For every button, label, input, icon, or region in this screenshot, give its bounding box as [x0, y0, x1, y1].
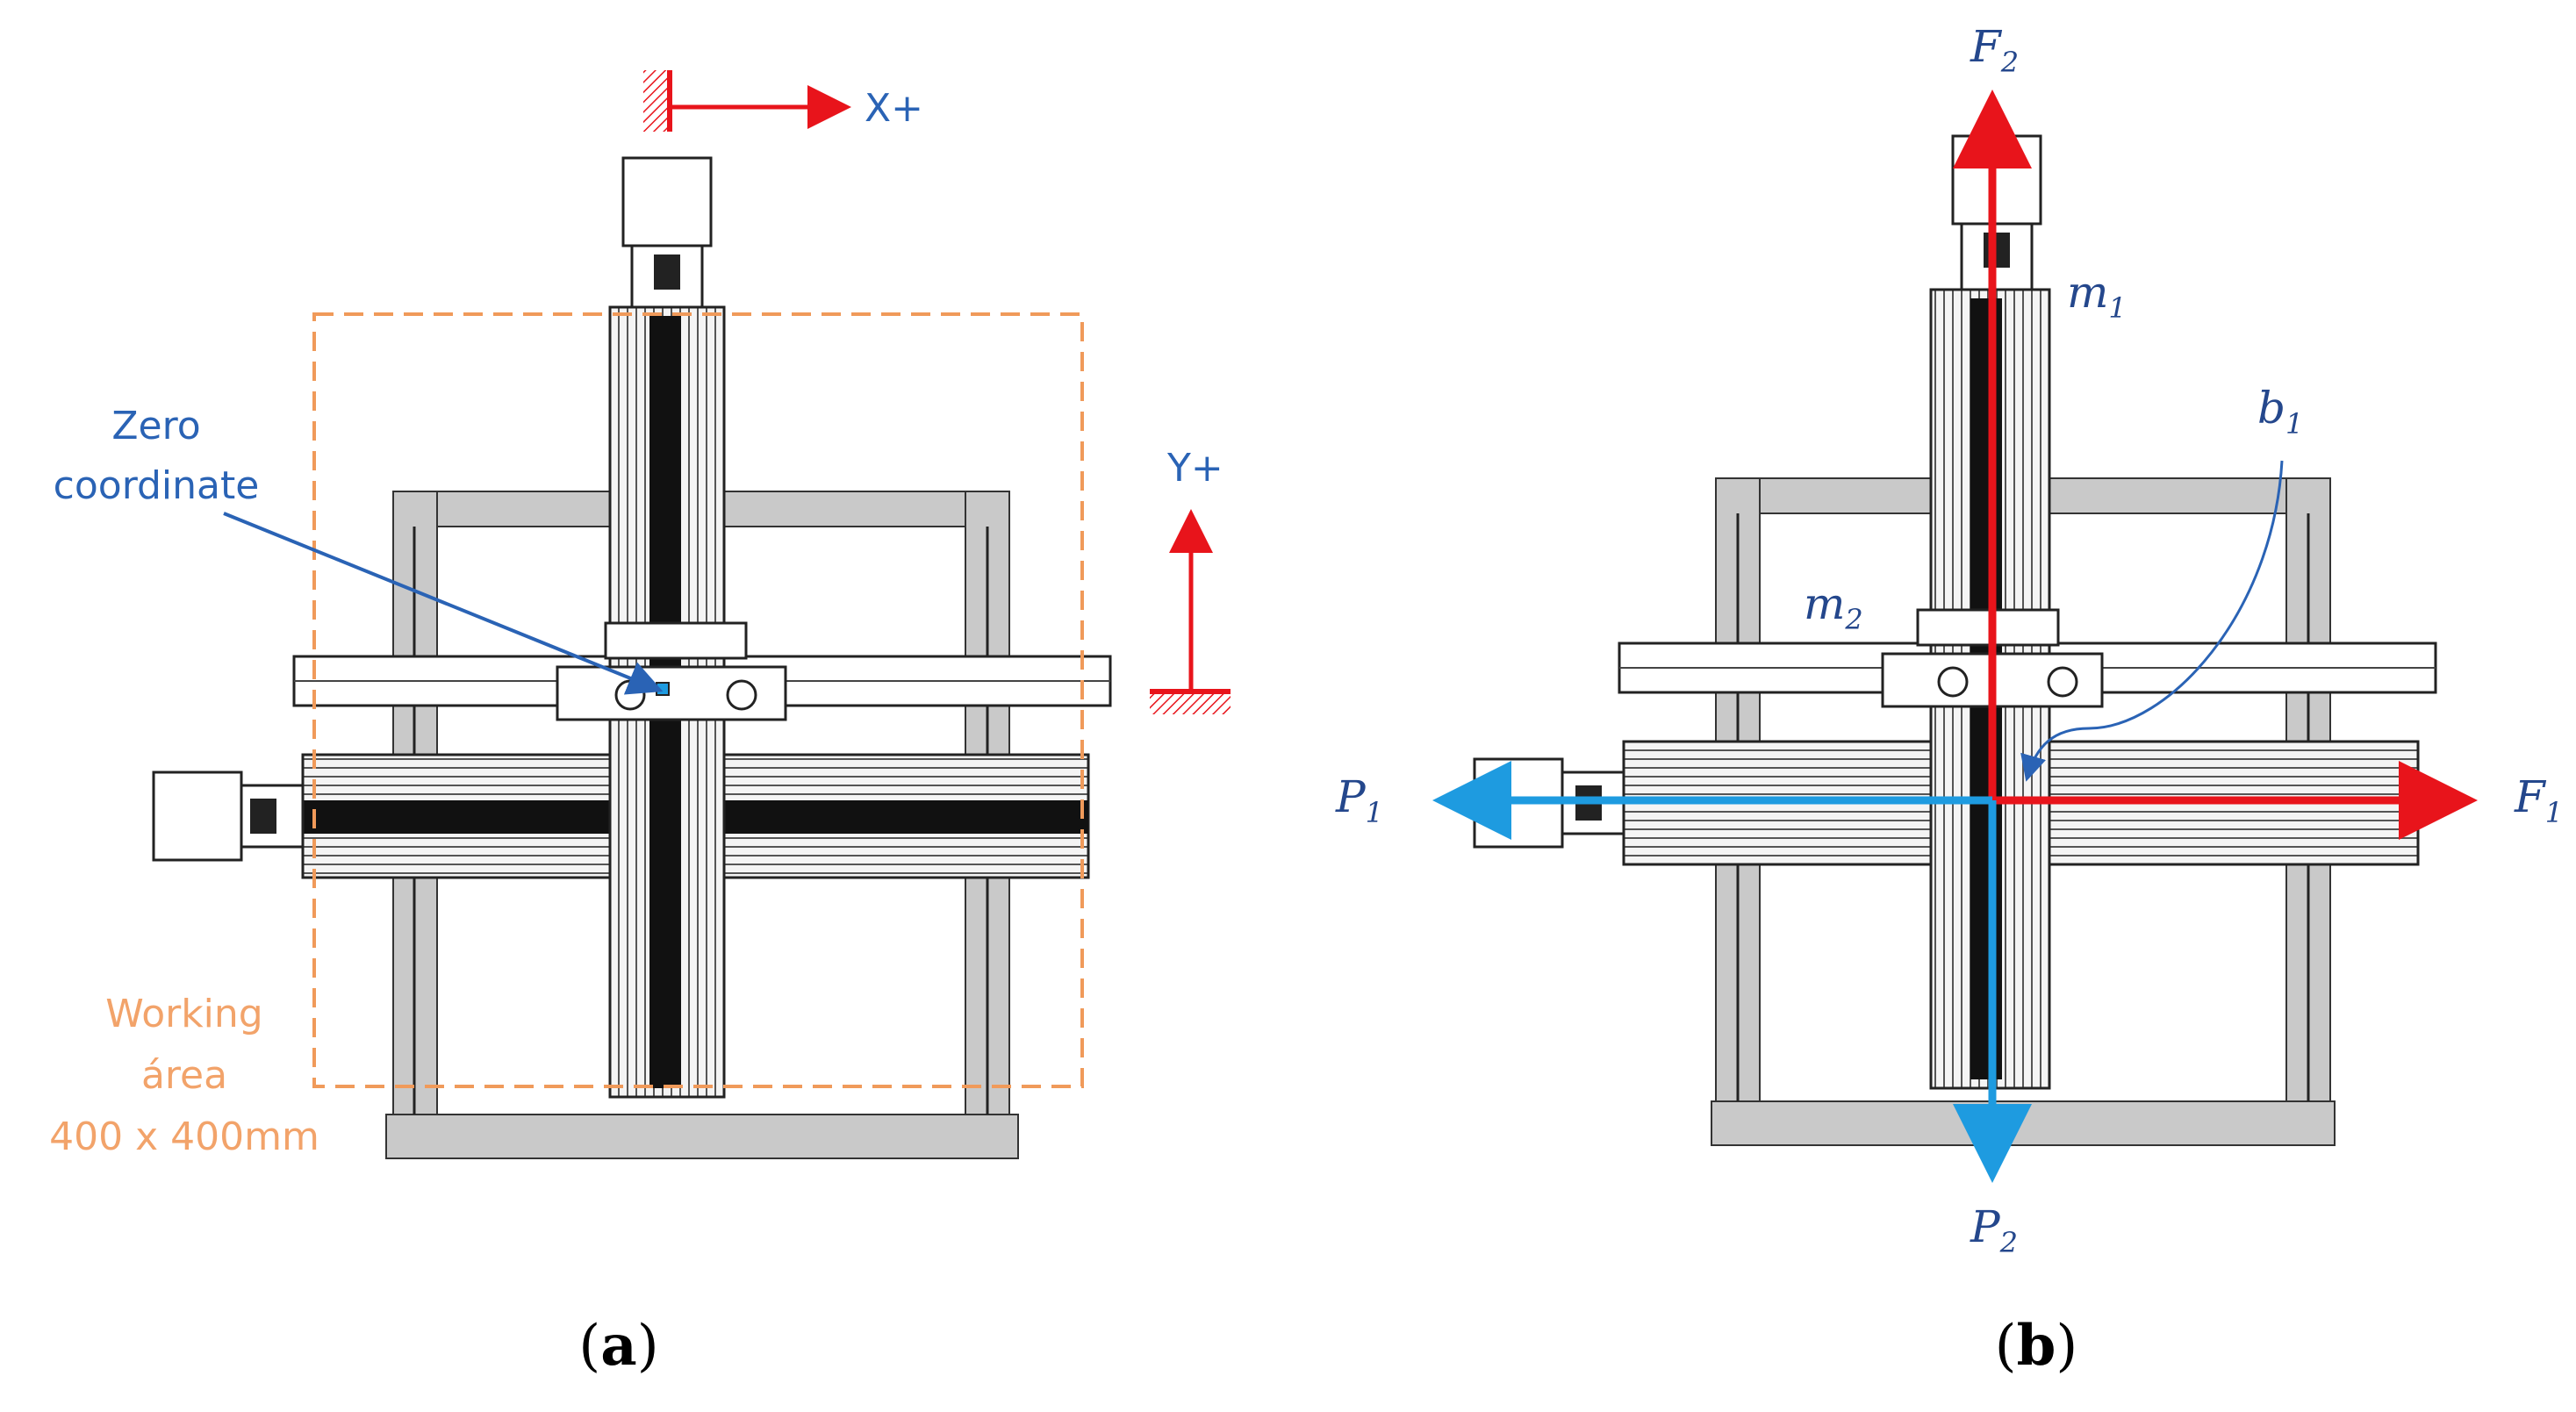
f2-label: F2 [1970, 21, 2019, 79]
fixed-support-x-icon [643, 70, 672, 132]
p1-label: P1 [1335, 771, 1383, 829]
b1-label: b1 [2257, 383, 2303, 441]
p2-label: P2 [1970, 1201, 2018, 1259]
working-area-label-line1: Working [105, 992, 262, 1036]
zero-coordinate-arrow [223, 512, 664, 695]
caption-a: (a) [578, 1313, 658, 1379]
zero-coordinate-label-line1: Zero [111, 404, 200, 448]
caption-b: (b) [1995, 1313, 2078, 1379]
working-area-outline [312, 312, 1084, 1088]
y-plus-label: Y+ [1166, 446, 1223, 491]
m1-label: m1 [2067, 267, 2127, 325]
zero-coordinate-label-line2: coordinate [54, 463, 260, 508]
carriage-a [556, 621, 787, 721]
f1-label: F1 [2514, 771, 2563, 829]
m2-label: m2 [1804, 578, 1863, 636]
y-stepper-motor-b [1951, 134, 2042, 291]
working-area-label-line3: 400 x 400mm [49, 1115, 319, 1159]
working-area-label-line2: área [141, 1053, 227, 1098]
x-stepper-motor-a [152, 771, 305, 862]
y-stepper-motor-a [621, 156, 713, 309]
fixed-support-y-icon [1150, 689, 1231, 714]
damping-b1-curve [2020, 460, 2284, 782]
panel-b: F2 F1 P1 P2 m1 m2 b1 (b) [1335, 21, 2563, 1379]
panel-a: X+ Y+ Zero coordinate Working área 400 x… [49, 70, 1231, 1379]
x-plus-label: X+ [865, 86, 923, 131]
